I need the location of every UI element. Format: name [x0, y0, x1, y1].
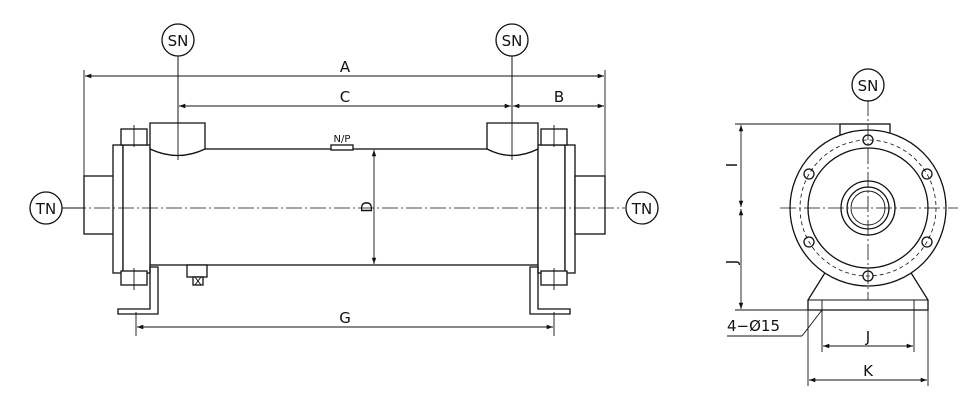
tn-balloon-left: TN — [29, 191, 84, 225]
dimension-j-horizontal-label: J — [865, 328, 870, 346]
dimension-g: G — [135, 309, 555, 336]
dimension-c-label: C — [340, 88, 350, 106]
left-inner-flange — [122, 144, 151, 274]
right-support — [529, 266, 571, 315]
dimension-i: I — [723, 123, 840, 207]
dimension-g-label: G — [339, 309, 351, 327]
shell — [149, 148, 539, 266]
sn-balloon-side: SN — [851, 68, 885, 102]
nameplate-label: N/P — [334, 134, 351, 145]
dimension-i-label: I — [723, 163, 741, 167]
svg-text:TN: TN — [35, 200, 56, 218]
sn-balloon-right: SN — [495, 23, 529, 122]
dimension-j-vertical: J — [723, 209, 808, 311]
holes-label: 4−Ø15 — [727, 317, 780, 335]
sn-balloon-left: SN — [161, 23, 195, 122]
left-nozzle — [83, 175, 115, 235]
left-shell-nozzle — [149, 122, 206, 157]
dimension-k: K — [807, 310, 929, 386]
tn-balloon-right: TN — [625, 191, 659, 225]
right-inner-flange — [537, 144, 566, 274]
holes-callout: 4−Ø15 — [727, 309, 823, 337]
dimension-b-label: B — [554, 88, 564, 106]
dimension-b: B — [513, 88, 604, 109]
dimension-d-label: D — [358, 201, 376, 213]
right-outer-flange — [564, 144, 576, 274]
side-stand — [807, 267, 929, 311]
svg-text:TN: TN — [631, 200, 652, 218]
dimension-d: D — [358, 150, 377, 264]
left-support — [117, 266, 159, 315]
dimension-j-vertical-label: J — [723, 260, 741, 265]
left-outer-flange — [112, 144, 124, 274]
side-view — [780, 100, 958, 311]
svg-text:SN: SN — [168, 32, 189, 50]
svg-text:SN: SN — [858, 77, 879, 95]
right-nozzle — [574, 175, 606, 235]
right-shell-nozzle — [486, 122, 539, 157]
dimension-j-horizontal: J — [821, 310, 915, 352]
dimension-a-label: A — [340, 58, 351, 76]
dimension-a: A — [83, 58, 606, 176]
drain-plug — [186, 264, 208, 278]
front-view: N/P — [70, 122, 625, 315]
dimension-k-label: K — [863, 362, 874, 380]
svg-text:SN: SN — [502, 32, 523, 50]
nameplate — [330, 144, 354, 151]
